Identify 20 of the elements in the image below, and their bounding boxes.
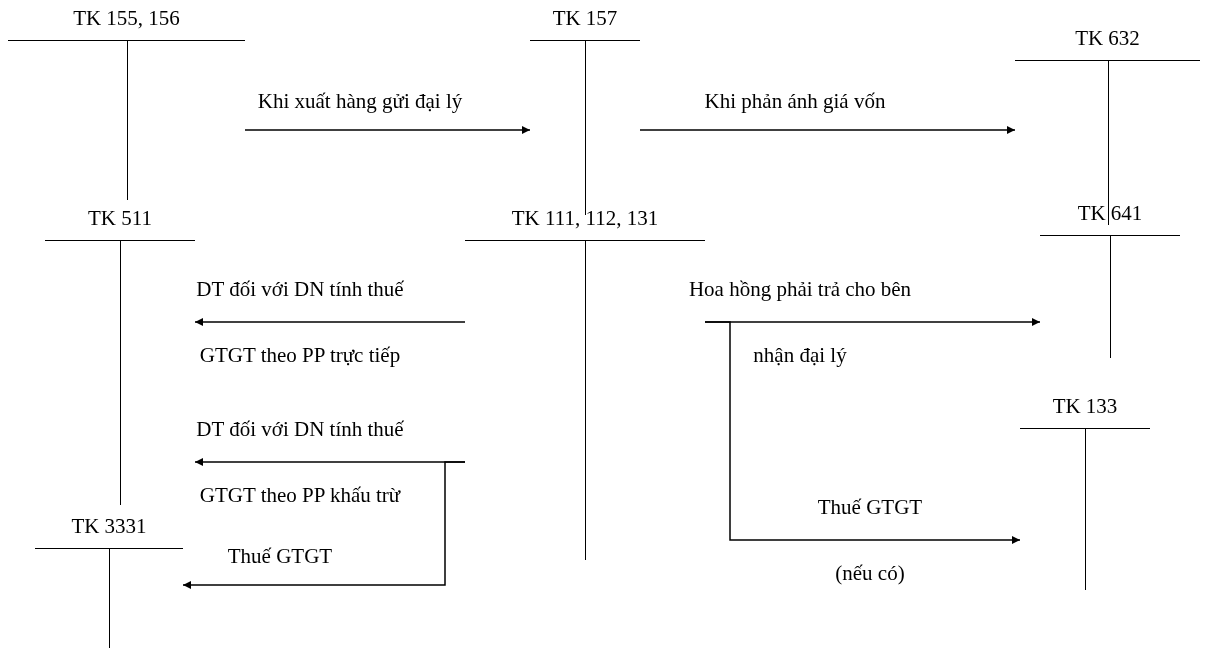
account-title: TK 632 [1074, 25, 1141, 52]
account-title: TK 641 [1076, 200, 1144, 227]
edge-label: Thuế GTGT [226, 543, 334, 570]
account-title: TK 3331 [70, 513, 148, 540]
account-title: TK 111, 112, 131 [510, 205, 660, 232]
edge-label: Thuế GTGT (nếu có) [816, 494, 924, 587]
arrow [639, 126, 1016, 134]
arrow [704, 321, 1021, 544]
edge-label: Khi xuất hàng gửi đại lý [256, 88, 464, 115]
arrow [182, 461, 466, 589]
account-title: TK 133 [1051, 393, 1119, 420]
edge-label: Hoa hồng phải trả cho bên nhận đại lý [687, 276, 913, 369]
arrow [244, 126, 531, 134]
account-title: TK 511 [87, 205, 153, 232]
account-title: TK 157 [551, 5, 619, 32]
arrow [194, 318, 466, 326]
edge-label: Khi phản ánh giá vốn [703, 88, 887, 115]
edge-label: DT đối với DN tính thuế GTGT theo PP trực tiếp [195, 276, 405, 369]
edge-label: DT đối với DN tính thuế GTGT theo PP khấu trừ [195, 416, 405, 509]
account-title: TK 155, 156 [72, 5, 181, 32]
